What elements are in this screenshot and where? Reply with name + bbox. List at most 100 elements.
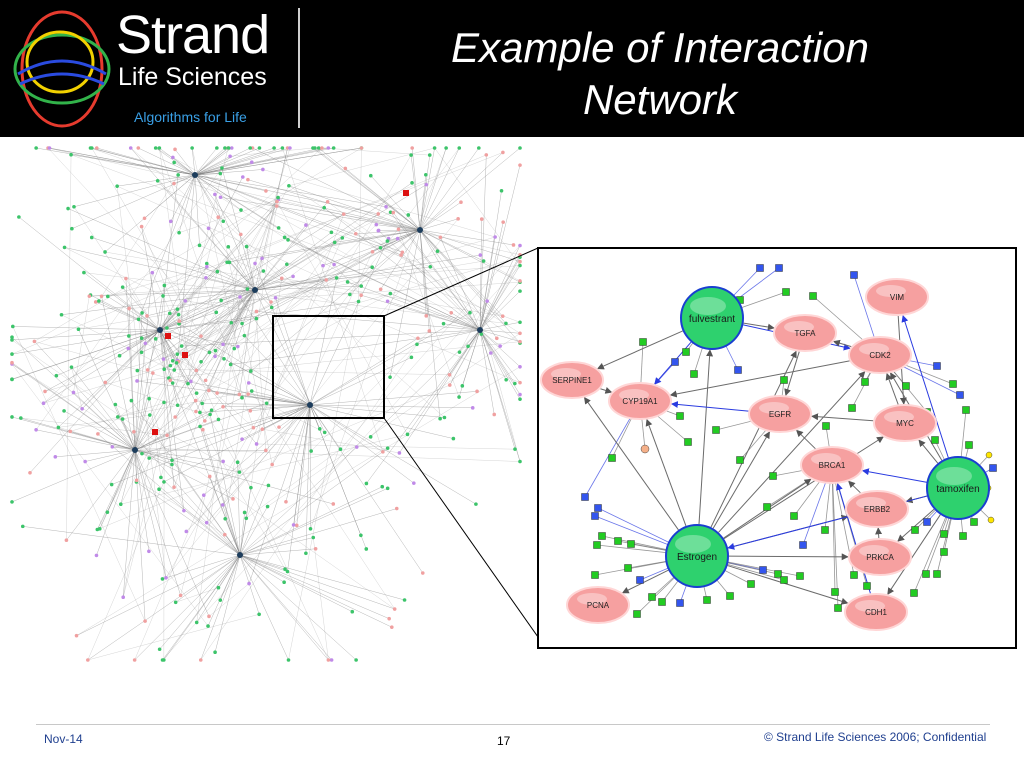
- zoom-connector-bottom: [383, 417, 539, 638]
- overview-edge: [134, 449, 167, 578]
- overview-edge: [71, 367, 83, 409]
- overview-edge: [83, 272, 161, 331]
- overview-node: [280, 146, 285, 150]
- overview-edge: [141, 229, 421, 353]
- overview-node: [388, 291, 393, 296]
- overview-node: [478, 253, 483, 257]
- overview-edge: [22, 526, 241, 556]
- overview-edge: [208, 228, 256, 291]
- overview-node: [432, 146, 437, 150]
- overview-edge: [479, 329, 521, 334]
- overview-edge: [419, 229, 521, 344]
- zoomed-network: VIMTGFACDK2SERPINE1CYP19A1EGFRMYCBRCA1ER…: [540, 264, 997, 631]
- overview-edge: [222, 289, 256, 345]
- logo-divider: [298, 8, 300, 128]
- overview-edge: [34, 341, 136, 451]
- overview-edge: [175, 587, 219, 603]
- overview-node: [103, 380, 108, 385]
- overview-node: [457, 350, 462, 354]
- overview-edge: [434, 147, 521, 266]
- overview-node: [291, 523, 296, 527]
- overview-node: [273, 295, 278, 300]
- overview-node: [518, 339, 522, 344]
- overview-edge: [190, 289, 256, 382]
- overview-node: [387, 616, 391, 621]
- overview-hub-node: [307, 402, 313, 408]
- overview-edge: [254, 278, 282, 291]
- overview-node: [20, 524, 25, 529]
- edge-cdk2-cyp19a1: [669, 360, 850, 398]
- edge-serpine1-cyp19a1: [600, 387, 613, 394]
- overview-node: [109, 482, 114, 487]
- overview-node: [165, 326, 169, 330]
- overview-edge: [173, 201, 278, 488]
- overview-node: [178, 593, 183, 598]
- overview-edge: [239, 488, 388, 556]
- edge-estrogen-serpine1: [583, 396, 679, 531]
- gene-node-label: EGFR: [769, 410, 791, 419]
- overview-node: [173, 415, 178, 419]
- overview-node: [359, 284, 364, 288]
- overview-edge: [134, 409, 212, 451]
- overview-highlight-node: [403, 190, 409, 196]
- overview-node: [405, 432, 410, 437]
- overview-node: [110, 445, 115, 449]
- overview-edge: [63, 410, 136, 451]
- overview-node: [96, 432, 100, 436]
- overview-edge: [87, 481, 165, 661]
- overview-edge: [284, 237, 481, 331]
- overview-node: [242, 510, 247, 515]
- overview-node: [183, 299, 188, 303]
- small-node: [581, 493, 589, 501]
- overview-edge: [199, 404, 311, 413]
- overview-node: [245, 287, 250, 291]
- overview-node: [518, 146, 522, 150]
- gene-node-label: CDH1: [865, 608, 887, 617]
- small-node: [614, 537, 622, 545]
- overview-node: [282, 580, 286, 585]
- overview-edge: [253, 404, 311, 428]
- overview-node: [127, 306, 131, 311]
- overview-node: [177, 321, 181, 326]
- gene-node-label: PRKCA: [866, 553, 894, 562]
- overview-node: [145, 368, 150, 372]
- overview-edge: [271, 404, 311, 465]
- overview-edge: [141, 226, 161, 331]
- overview-node: [10, 500, 14, 504]
- overview-node: [213, 192, 217, 197]
- overview-edge: [173, 174, 196, 184]
- overview-edge: [168, 377, 311, 406]
- overview-node: [207, 350, 212, 355]
- overview-edge: [159, 320, 180, 331]
- overview-node: [228, 362, 233, 367]
- overview-node: [200, 401, 204, 406]
- overview-edge: [296, 404, 311, 526]
- overview-edge: [116, 186, 167, 578]
- overview-node: [311, 535, 316, 540]
- small-node: [985, 451, 993, 459]
- edge-brca1-egfr: [796, 429, 816, 450]
- overview-edge: [147, 329, 161, 371]
- overview-edge: [419, 147, 460, 231]
- edge-myc-cdk2: [885, 372, 899, 405]
- overview-node: [161, 294, 165, 298]
- overview-node: [198, 658, 203, 662]
- overview-node: [227, 260, 232, 265]
- logo-brand-text: Strand: [116, 5, 270, 65]
- overview-node: [254, 309, 259, 314]
- overview-edge: [141, 226, 180, 322]
- overview-node: [43, 389, 47, 394]
- overview-node: [172, 368, 177, 372]
- overview-hub-node: [157, 327, 163, 333]
- overview-node: [264, 448, 268, 453]
- overview-node: [424, 314, 429, 318]
- overview-node: [518, 320, 522, 325]
- overview-node: [168, 363, 173, 368]
- overview-node: [239, 232, 243, 237]
- gene-node-label: TGFA: [795, 329, 817, 338]
- small-node: [682, 348, 690, 356]
- overview-node: [208, 412, 212, 417]
- overview-node: [322, 430, 327, 435]
- overview-node: [427, 153, 432, 157]
- overview-node: [378, 287, 383, 292]
